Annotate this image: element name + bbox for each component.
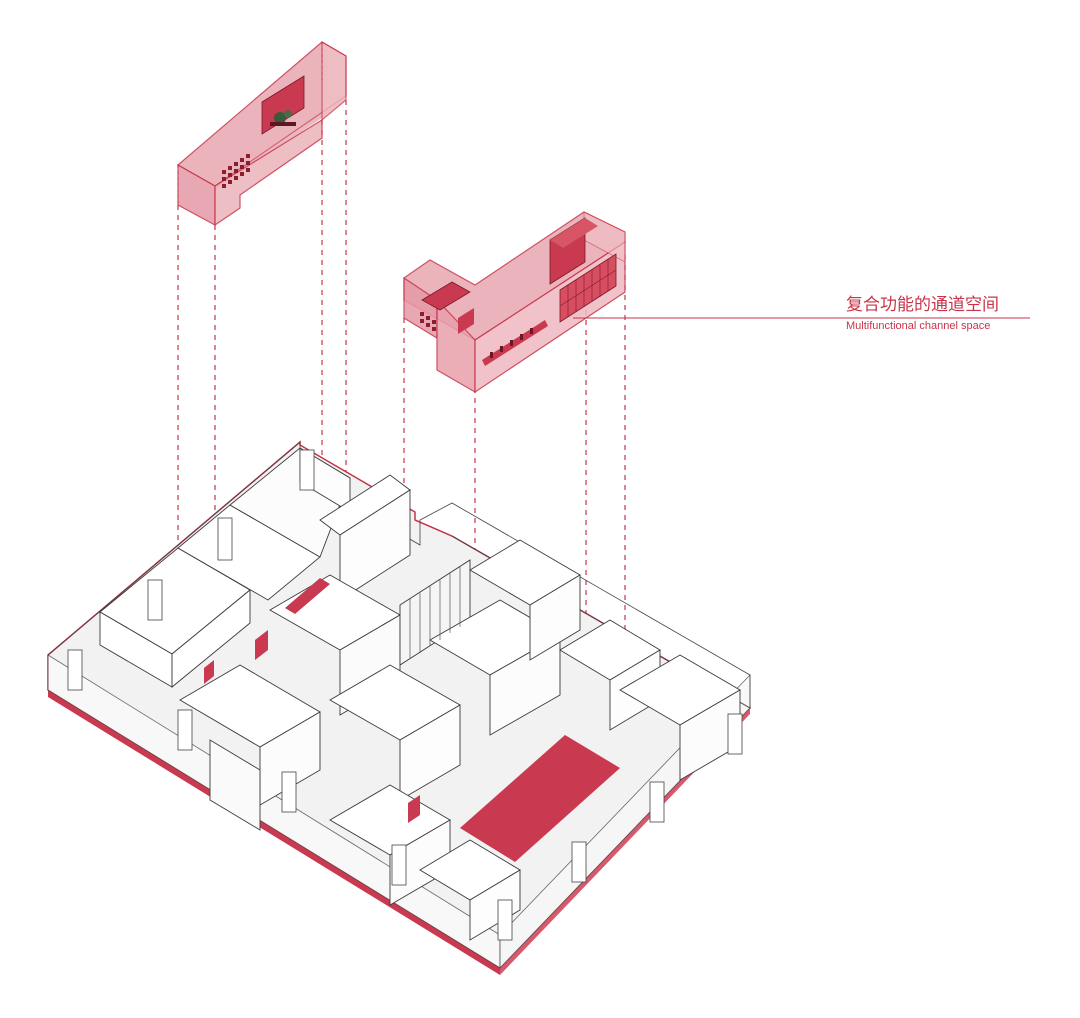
callout-title-en: Multifunctional channel space (846, 320, 990, 332)
floor-slab-edge-left (48, 690, 500, 975)
callout-title-cn: 复合功能的通道空间 (846, 295, 999, 315)
floating-module-left (176, 40, 347, 227)
channel-floor-highlight-small (285, 578, 330, 614)
floor-plan-base (47, 440, 752, 975)
channel-floor-highlight (460, 735, 620, 862)
callout: 复合功能的通道空间 Multifunctional channel space (573, 295, 1030, 332)
floating-module-right (403, 211, 626, 394)
